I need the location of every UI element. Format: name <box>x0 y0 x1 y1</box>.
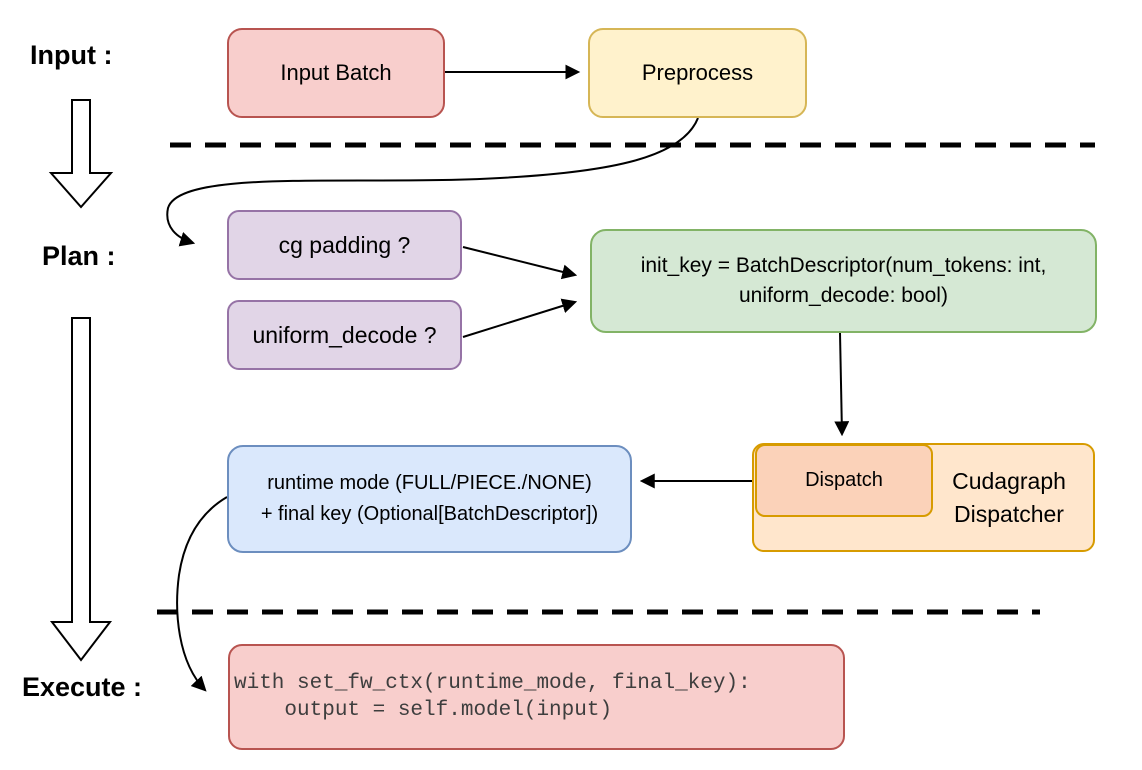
edge-cg-padding-to-init-key <box>462 246 578 280</box>
stage-label-plan: Plan : <box>42 241 116 271</box>
node-input-batch: Input Batch <box>227 28 445 118</box>
node-uniform-decode-label: uniform_decode ? <box>252 321 437 348</box>
node-input-batch-label: Input Batch <box>280 60 392 85</box>
node-runtime-mode: runtime mode (FULL/PIECE./NONE) + final … <box>227 445 632 553</box>
node-init-key-line1: init_key = BatchDescriptor(num_tokens: i… <box>640 254 1047 277</box>
edge-runtime-mode-to-execute-code <box>176 496 228 692</box>
node-runtime-mode-line2: + final key (Optional[BatchDescriptor]) <box>260 503 599 525</box>
node-preprocess-label: Preprocess <box>641 60 754 85</box>
stage-arrow-input-to-plan <box>48 99 114 209</box>
node-init-key-line2: uniform_decode: bool) <box>739 284 948 307</box>
node-uniform-decode: uniform_decode ? <box>227 300 462 370</box>
edge-init-key-to-dispatch <box>834 332 850 437</box>
node-dispatch: Dispatch <box>755 444 933 517</box>
stage-arrow-plan-to-execute <box>49 317 113 662</box>
node-execute-code: with set_fw_ctx(runtime_mode, final_key)… <box>228 644 845 750</box>
node-cudagraph-dispatcher-line1: Cudagraph <box>952 467 1066 494</box>
node-execute-code-line1: with set_fw_ctx(runtime_mode, final_key)… <box>234 672 751 695</box>
edge-uniform-decode-to-init-key <box>462 298 578 338</box>
node-cg-padding-label: cg padding ? <box>278 231 411 258</box>
stage-label-input: Input : <box>30 40 113 70</box>
node-init-key: init_key = BatchDescriptor(num_tokens: i… <box>590 229 1097 333</box>
node-runtime-mode-line1: runtime mode (FULL/PIECE./NONE) <box>267 472 592 494</box>
node-dispatch-label: Dispatch <box>805 469 883 491</box>
node-execute-code-line2: output = self.model(input) <box>234 699 613 722</box>
stage-label-execute: Execute : <box>22 672 143 702</box>
node-cg-padding: cg padding ? <box>227 210 462 280</box>
node-cudagraph-dispatcher-line2: Dispatcher <box>954 500 1064 527</box>
node-preprocess: Preprocess <box>588 28 807 118</box>
